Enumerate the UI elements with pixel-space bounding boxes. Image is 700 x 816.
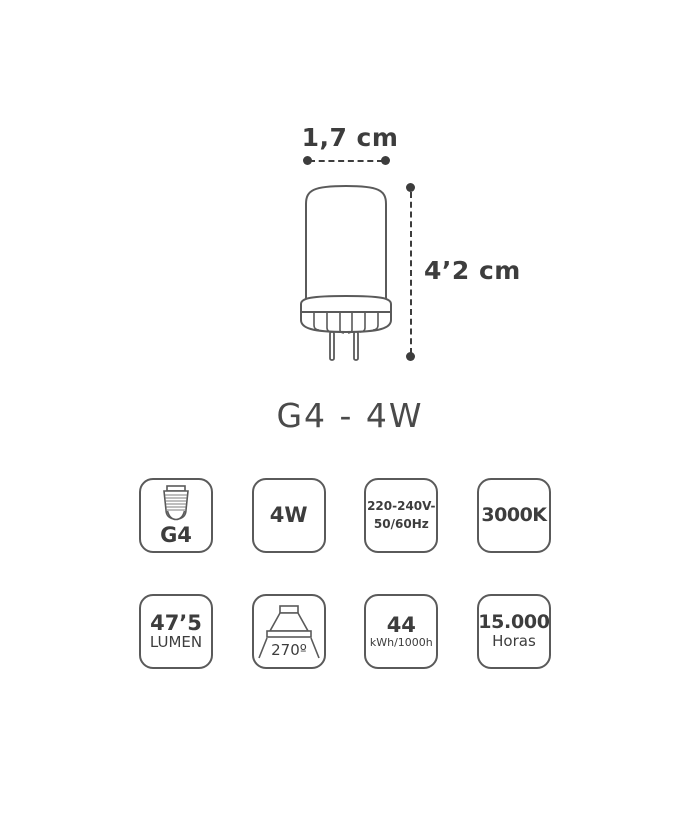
spec-row-2: 47’5 LUMEN 270º 44 kWh/1000h 15.000 Hora xyxy=(139,594,551,669)
bulb-pin-left xyxy=(329,331,335,361)
spec-box-luminous-flux: 47’5 LUMEN xyxy=(139,594,213,669)
spec-box-voltage: 220-240V- 50/60Hz xyxy=(364,478,439,553)
bulb-base-collar xyxy=(300,294,392,313)
width-dimension-line xyxy=(309,160,383,162)
spec-base-type-label: G4 xyxy=(160,523,192,548)
bulb-drawing-svg xyxy=(300,184,392,361)
spec-box-energy-consumption: 44 kWh/1000h xyxy=(364,594,439,669)
height-dimension-line xyxy=(410,192,412,354)
spec-energy-value: 44 xyxy=(386,612,416,637)
beam-angle-icon: 270º xyxy=(257,603,320,661)
width-endpoint-right-dot xyxy=(381,156,390,165)
spec-box-color-temperature: 3000K xyxy=(476,478,551,553)
beam-angle-icon-svg: 270º xyxy=(257,604,320,659)
spec-beam-angle-value: 270º xyxy=(271,641,307,659)
spec-box-lifetime: 15.000 Horas xyxy=(476,594,551,669)
spec-voltage-line1: 220-240V- xyxy=(367,499,436,514)
spec-lumen-value: 47’5 xyxy=(150,611,202,636)
spec-lumen-unit: LUMEN xyxy=(149,633,203,652)
spec-energy-unit: kWh/1000h xyxy=(369,635,433,649)
product-title: G4 - 4W xyxy=(276,396,424,435)
width-endpoint-left-dot xyxy=(303,156,312,165)
spec-box-base-type: G4 xyxy=(139,478,213,553)
width-dimension-label: 1,7 cm xyxy=(301,123,399,152)
spec-box-beam-angle: 270º xyxy=(251,594,326,669)
height-endpoint-bottom-dot xyxy=(406,352,415,361)
spec-lifetime-value: 15.000 xyxy=(478,611,550,634)
spec-power-value: 4W xyxy=(269,503,308,528)
spec-row-1: G4 4W 220-240V- 50/60Hz 3000K xyxy=(139,478,551,553)
bulb-pin-right xyxy=(353,331,359,361)
screw-base-icon xyxy=(155,484,197,524)
g4-bulb-illustration xyxy=(290,178,402,372)
spec-voltage-line2: 50/60Hz xyxy=(373,516,429,531)
spec-lifetime-unit: Horas xyxy=(492,632,536,651)
screw-base-icon-svg xyxy=(163,485,189,521)
bulb-ribbed-base xyxy=(300,311,392,334)
height-endpoint-top-dot xyxy=(406,183,415,192)
specification-grid: G4 4W 220-240V- 50/60Hz 3000K 47’5 LUMEN xyxy=(139,478,551,710)
height-dimension-label: 4’2 cm xyxy=(424,256,521,285)
bulb-capsule-body xyxy=(305,184,387,301)
spec-box-power: 4W xyxy=(251,478,326,553)
spec-color-temperature-value: 3000K xyxy=(481,503,547,526)
